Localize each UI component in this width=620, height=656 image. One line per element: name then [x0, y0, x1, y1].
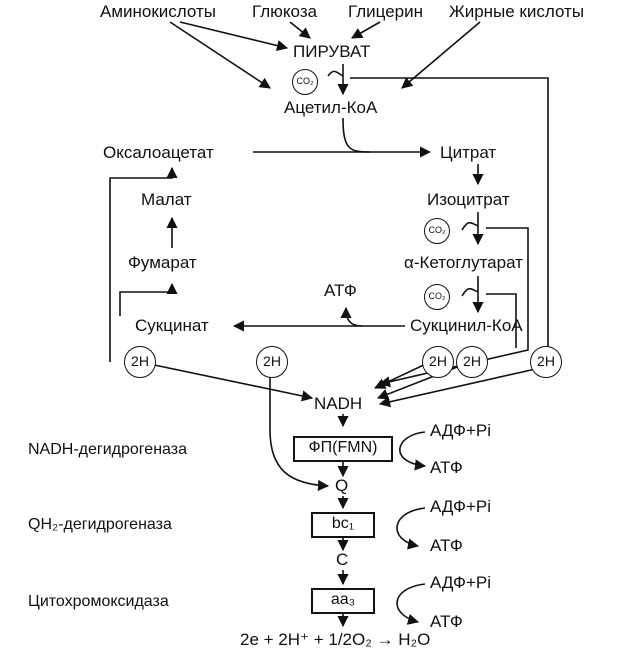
fatty-acids-label: Жирные кислоты: [449, 2, 585, 21]
line-2h-far-nadh: [378, 367, 541, 408]
curve-phos-2: [396, 507, 426, 550]
2h-circle-akg: 2H: [422, 346, 454, 378]
co2-circle-akg: CO₂: [424, 284, 450, 310]
line-2h-mid-nadh: [269, 374, 330, 492]
arrow-fatty-acetylcoa: [401, 21, 481, 89]
acetylcoa-label: Ацетил-КоА: [284, 98, 378, 117]
arrow-atp: [340, 306, 363, 327]
aa3-box: aa₃: [311, 588, 375, 614]
malate-label: Малат: [141, 190, 192, 209]
fumarate-label: Фумарат: [128, 253, 197, 272]
arrow-aminoacids-acetylcoa: [169, 21, 271, 89]
co2-branch-pyruvate: [327, 70, 344, 77]
final-equation: 2e + 2H⁺ + 1/2O₂ → H₂O: [240, 630, 431, 649]
2h-circle-pyruvate: 2H: [530, 346, 562, 378]
atp-cycle-label: АТФ: [324, 281, 357, 300]
line-pyruvate-2h: [350, 77, 549, 350]
nadh-dh-label: NADH-дегидрогеназа: [28, 441, 187, 458]
curve-phos-1: [399, 431, 427, 471]
succinate-label: Сукцинат: [135, 316, 209, 335]
line-2h-right-nadh2: [376, 361, 471, 400]
line-2h-right-nadh1: [373, 361, 431, 389]
atp-label-2: АТФ: [430, 536, 463, 555]
curve-phos-3: [396, 583, 426, 625]
line-succinate-fumarate: [119, 282, 178, 316]
arrow-glycerol-pyruvate: [351, 21, 381, 39]
succinylcoa-label: Сукцинил-КоА: [410, 316, 523, 335]
atp-label-3: АТФ: [430, 612, 463, 631]
pyruvate-label: ПИРУВАТ: [293, 42, 371, 61]
oxaloacetate-label: Оксалоацетат: [103, 143, 214, 162]
line-2h-left-nadh: [139, 361, 314, 402]
isocitrate-label: Изоцитрат: [427, 190, 510, 209]
arrow-glucose-pyruvate: [289, 21, 311, 39]
nadh-label: NADH: [314, 394, 363, 413]
line-isocitrate-2h: [378, 227, 529, 388]
2h-circle-malate: 2H: [256, 346, 288, 378]
adp-pi-label-3: АДФ+Pi: [430, 573, 492, 592]
adp-pi-label-1: АДФ+Pi: [430, 421, 492, 440]
arrow-acetyl-citrate-join: [342, 117, 371, 153]
c-label: C: [336, 550, 349, 569]
fp-fmn-box: ФП(FMN): [293, 436, 393, 462]
citrate-label: Цитрат: [440, 143, 497, 162]
line-malate-oxaloacetate: [109, 166, 178, 362]
co2-circle-isocitrate: CO₂: [424, 218, 450, 244]
cytox-label: Цитохромоксидаза: [28, 593, 169, 610]
glucose-label: Глюкоза: [252, 2, 318, 21]
arrow-aminoacids-pyruvate: [179, 21, 289, 52]
atp-label-1: АТФ: [430, 458, 463, 477]
2h-circle-isocitrate: 2H: [456, 346, 488, 378]
alpha-kg-label: α-Кетоглутарат: [404, 253, 523, 272]
q-label: Q: [335, 476, 349, 495]
2h-circle-succinate: 2H: [124, 346, 156, 378]
glycerol-label: Глицерин: [348, 2, 424, 21]
aminoacids-label: Аминокислоты: [100, 2, 216, 21]
co2-branch-isocitrate: [461, 221, 479, 231]
adp-pi-label-2: АДФ+Pi: [430, 497, 492, 516]
line-akg-2h: [486, 293, 517, 348]
qh2-dh-label: QH₂-дегидрогеназа: [28, 516, 172, 533]
co2-branch-akg: [461, 287, 479, 297]
bc1-box: bc₁: [311, 512, 375, 538]
co2-circle-pyruvate: CO₂: [292, 69, 318, 95]
